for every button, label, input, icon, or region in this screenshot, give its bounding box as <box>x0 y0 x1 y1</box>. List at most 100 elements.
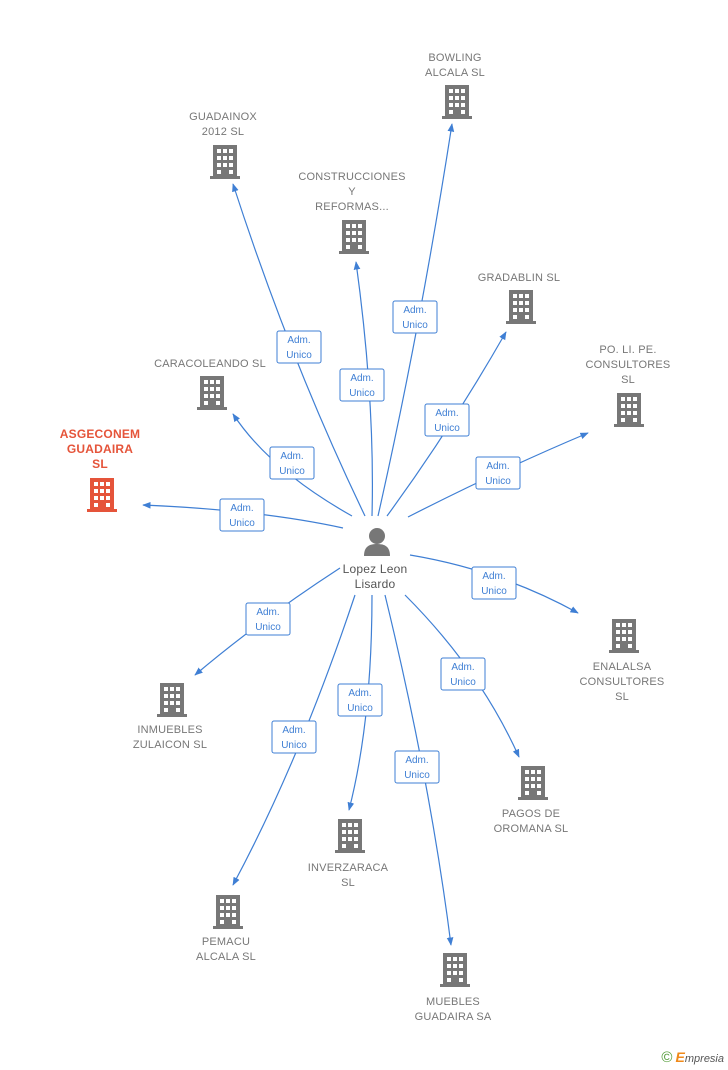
brand-logo-initial: E <box>675 1049 685 1065</box>
company-name-line: BOWLING <box>428 52 481 64</box>
edge-inverzaraca: Adm. Unico <box>337 594 383 811</box>
role-label-line: Unico <box>229 518 255 529</box>
role-label-line: Adm. <box>403 305 426 316</box>
role-label-box[interactable]: Adm. Unico <box>337 683 383 717</box>
edge-caracoleando: Adm. Unico <box>232 413 353 517</box>
role-label-line: Unico <box>286 350 312 361</box>
edge-enalalsa: Adm.Unico <box>409 554 579 614</box>
building-icon <box>335 819 365 853</box>
company-name-line: Y <box>348 186 356 198</box>
building-icon <box>339 220 369 254</box>
company-name-line: ZULAICON SL <box>133 739 207 751</box>
company-node-gradablin[interactable]: GRADABLIN SL <box>478 272 560 324</box>
edge-inmuebles: Adm.Unico <box>194 567 341 676</box>
role-label-line: Adm. <box>282 725 305 736</box>
building-icon <box>609 619 639 653</box>
edge-poli: Adm. Unico <box>407 432 589 518</box>
building-icon <box>157 683 187 717</box>
company-node-poli[interactable]: PO. LI. PE. CONSULTORES SL <box>586 344 671 427</box>
role-label-box[interactable]: Adm.Unico <box>440 657 486 691</box>
company-node-inverzaraca[interactable]: INVERZARACA SL <box>308 819 389 889</box>
company-name-line: SL <box>341 877 355 889</box>
building-icon <box>518 766 548 800</box>
role-label-line: Adm. <box>230 503 253 514</box>
company-name-line: SL <box>92 457 108 471</box>
company-name-line: MUEBLES <box>426 996 480 1008</box>
company-name-line: SL <box>621 374 635 386</box>
company-name-line: INVERZARACA <box>308 862 389 874</box>
company-node-muebles[interactable]: MUEBLES GUADAIRA SA <box>415 953 492 1023</box>
building-icon <box>87 478 117 512</box>
role-label-box[interactable]: Adm. Unico <box>424 403 470 437</box>
role-label-line: Adm. <box>486 461 509 472</box>
edge-muebles: Adm.Unico <box>384 594 454 946</box>
role-label-line: Adm. <box>287 335 310 346</box>
company-node-caracoleando[interactable]: CARACOLEANDO SL <box>154 358 266 410</box>
role-label-line: Unico <box>404 770 430 781</box>
company-name-line: CONSULTORES <box>586 359 671 371</box>
company-name-line: ALCALA SL <box>196 951 256 963</box>
role-label-line: Adm. <box>451 662 474 673</box>
building-icon <box>213 895 243 929</box>
footer-brand: © Empresia <box>661 1049 724 1066</box>
role-label-box[interactable]: Adm. Unico <box>269 446 315 480</box>
center-name-line-2: Lisardo <box>355 577 396 591</box>
role-label-line: Adm. <box>435 408 458 419</box>
building-icon <box>506 290 536 324</box>
role-label-line: Unico <box>481 586 507 597</box>
building-icon <box>210 145 240 179</box>
role-label-box[interactable]: Adm. Unico <box>475 456 521 490</box>
role-label-box[interactable]: Adm. Unico <box>271 720 317 754</box>
company-name-line: PEMACU <box>202 936 250 948</box>
edge-construcciones: Adm. Unico <box>339 261 385 517</box>
role-label-line: Unico <box>434 423 460 434</box>
company-node-construcciones[interactable]: CONSTRUCCIONESYREFORMAS... <box>298 171 405 254</box>
edge-gradablin: Adm. Unico <box>386 331 507 517</box>
person-icon <box>364 528 390 556</box>
company-name-line: GRADABLIN SL <box>478 272 560 284</box>
center-person-node[interactable]: Lopez Leon Lisardo <box>343 528 408 591</box>
role-label-line: Unico <box>485 476 511 487</box>
role-label-line: Unico <box>402 320 428 331</box>
role-label-box[interactable]: Adm. Unico <box>276 330 322 364</box>
company-name-line: ENALALSA <box>593 661 652 673</box>
company-name-line: GUADAINOX <box>189 111 257 123</box>
center-name-line-1: Lopez Leon <box>343 562 408 576</box>
company-name-line: OROMANA SL <box>494 823 569 835</box>
role-label-box[interactable]: Adm. Unico <box>392 300 438 334</box>
company-name-line: GUADAIRA SA <box>415 1011 492 1023</box>
role-label-box[interactable]: Adm. Unico <box>339 368 385 402</box>
role-label-line: Unico <box>347 703 373 714</box>
company-name-line: CONSTRUCCIONES <box>298 171 405 183</box>
role-label-line: Adm. <box>256 607 279 618</box>
building-icon <box>614 393 644 427</box>
role-label-line: Adm. <box>350 373 373 384</box>
role-label-box[interactable]: Adm.Unico <box>394 750 440 784</box>
brand-logo-text: mpresia <box>684 1053 724 1065</box>
role-label-line: Adm. <box>280 451 303 462</box>
company-name-line: ALCALA SL <box>425 67 485 79</box>
role-label-line: Adm. <box>348 688 371 699</box>
edge-asgeconem: Adm. Unico <box>142 498 344 532</box>
building-icon <box>442 85 472 119</box>
role-label-box[interactable]: Adm.Unico <box>471 566 517 600</box>
company-node-pemacu[interactable]: PEMACU ALCALA SL <box>196 895 256 963</box>
edge-pagos: Adm.Unico <box>404 594 520 758</box>
role-label-line: Unico <box>349 388 375 399</box>
role-label-line: Unico <box>279 466 305 477</box>
edge-pemacu: Adm. Unico <box>232 594 356 886</box>
building-icon <box>440 953 470 987</box>
company-name-line: PO. LI. PE. <box>599 344 656 356</box>
company-name-line: SL <box>615 691 629 703</box>
building-icon <box>197 376 227 410</box>
role-label-line: Unico <box>281 740 307 751</box>
role-label-box[interactable]: Adm. Unico <box>219 498 265 532</box>
company-node-bowling[interactable]: BOWLING ALCALA SL <box>425 52 485 119</box>
role-label-box[interactable]: Adm.Unico <box>245 602 291 636</box>
